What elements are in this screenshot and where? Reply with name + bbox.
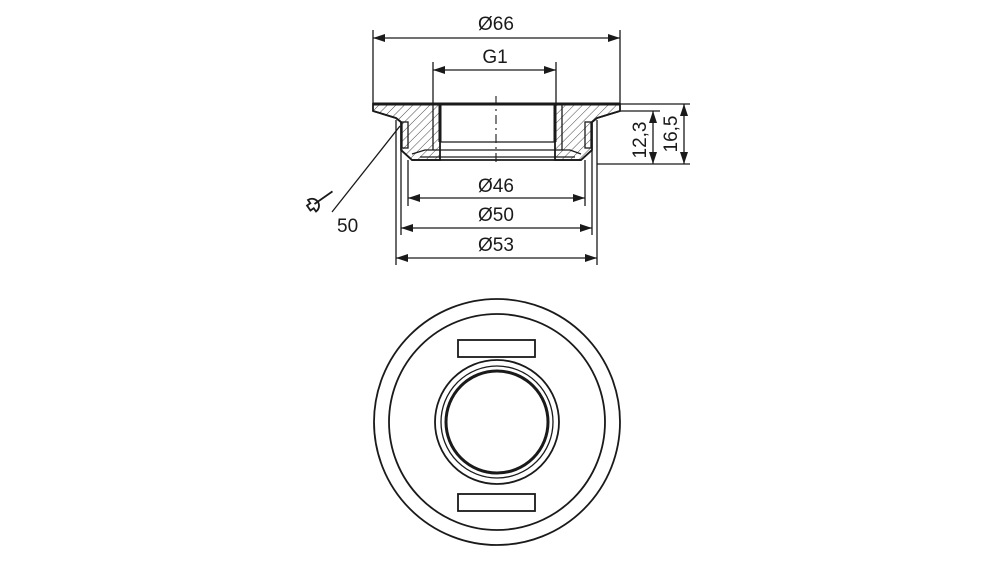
bore-thread-circle xyxy=(440,365,554,479)
bore-outer-circle xyxy=(434,359,560,485)
section-view: Ø66 G1 Ø46 Ø50 Ø53 12,3 16,5 50 xyxy=(305,14,690,265)
dim-seal-diameter: Ø50 xyxy=(478,205,514,226)
flange-bottom-right xyxy=(591,110,621,123)
dim-body-diameter: Ø53 xyxy=(478,235,514,256)
section-left-hatch xyxy=(372,103,441,161)
bottom-slot xyxy=(457,493,536,512)
inner-ring xyxy=(388,313,606,531)
flange-bottom-left xyxy=(372,110,402,123)
top-slot xyxy=(457,339,536,358)
seal-groove xyxy=(411,149,582,155)
plan-view xyxy=(373,298,621,546)
outer-ring xyxy=(373,298,621,546)
dim-height-total: 16,5 xyxy=(661,116,682,153)
dim-height-thread: 12,3 xyxy=(630,122,651,159)
pocket-left xyxy=(401,121,409,149)
section-right-hatch xyxy=(554,103,621,161)
dim-inner-diameter: Ø46 xyxy=(478,176,514,197)
wrench-icon xyxy=(305,190,334,213)
dim-outer-diameter: Ø66 xyxy=(478,14,514,35)
dim-thread: G1 xyxy=(482,47,507,68)
bore-inner-circle xyxy=(444,369,550,475)
wrench-leader xyxy=(331,125,401,213)
pocket-right xyxy=(584,121,592,149)
dim-wrench-size: 50 xyxy=(337,216,358,237)
